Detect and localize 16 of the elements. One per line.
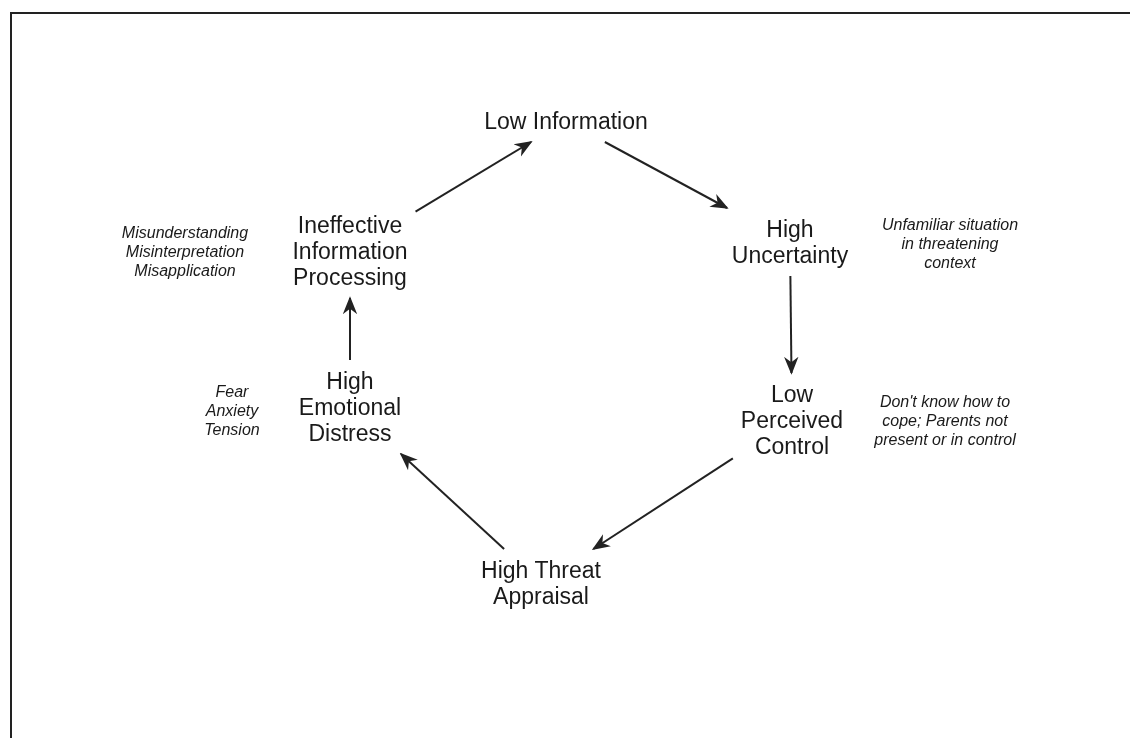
- side-note: Unfamiliar situation in threatening context: [880, 214, 1020, 272]
- node-label: High Threat Appraisal: [480, 557, 602, 609]
- arrow: [591, 457, 734, 550]
- arrow: [603, 141, 729, 209]
- side-note: Misunderstanding Misinterpretation Misapplication: [120, 222, 250, 280]
- arrow: [414, 141, 533, 213]
- side-note: Fear Anxiety Tension: [203, 381, 261, 439]
- node-label: Ineffective Information Processing: [291, 212, 409, 290]
- side-note: Don't know how to cope; Parents not present or in control: [873, 391, 1017, 449]
- arrow: [784, 275, 799, 375]
- arrow: [399, 452, 506, 550]
- node-label: High Emotional Distress: [297, 368, 403, 446]
- node-label: Low Information: [483, 108, 649, 134]
- node-label: Low Perceived Control: [739, 381, 845, 459]
- node-label: High Uncertainty: [730, 216, 850, 268]
- arrow: [342, 296, 358, 361]
